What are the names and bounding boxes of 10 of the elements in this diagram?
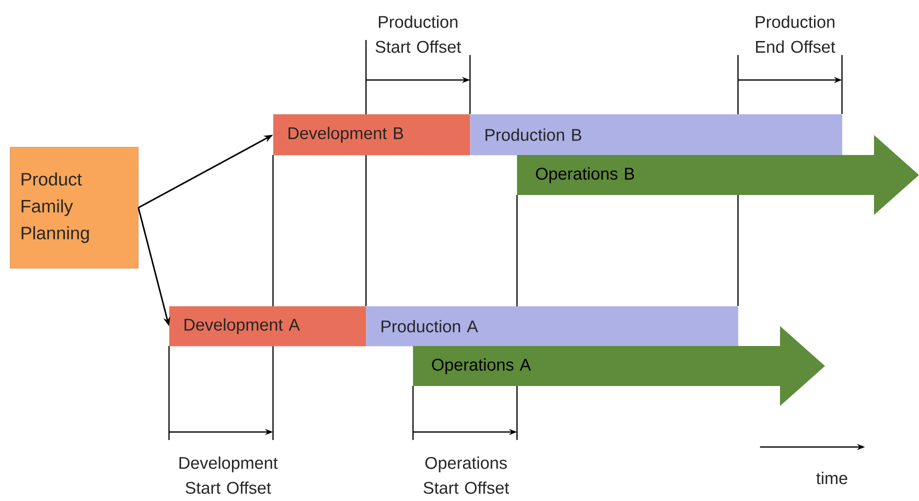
phase-bar: Development A xyxy=(169,306,366,346)
phase-bar: Development B xyxy=(273,114,470,156)
process-box: Product Family Planning xyxy=(10,147,138,268)
axis-label: time xyxy=(816,472,848,484)
phase-bar: Production A xyxy=(366,306,738,346)
dimension-label: Development Start Offset xyxy=(180,456,278,494)
dimension-label: Operations Start Offset xyxy=(424,456,510,494)
phase-bar: Production B xyxy=(470,114,842,156)
dimension-label: Production Start Offset xyxy=(376,16,462,53)
dimension-label: Production End Offset xyxy=(756,16,836,53)
